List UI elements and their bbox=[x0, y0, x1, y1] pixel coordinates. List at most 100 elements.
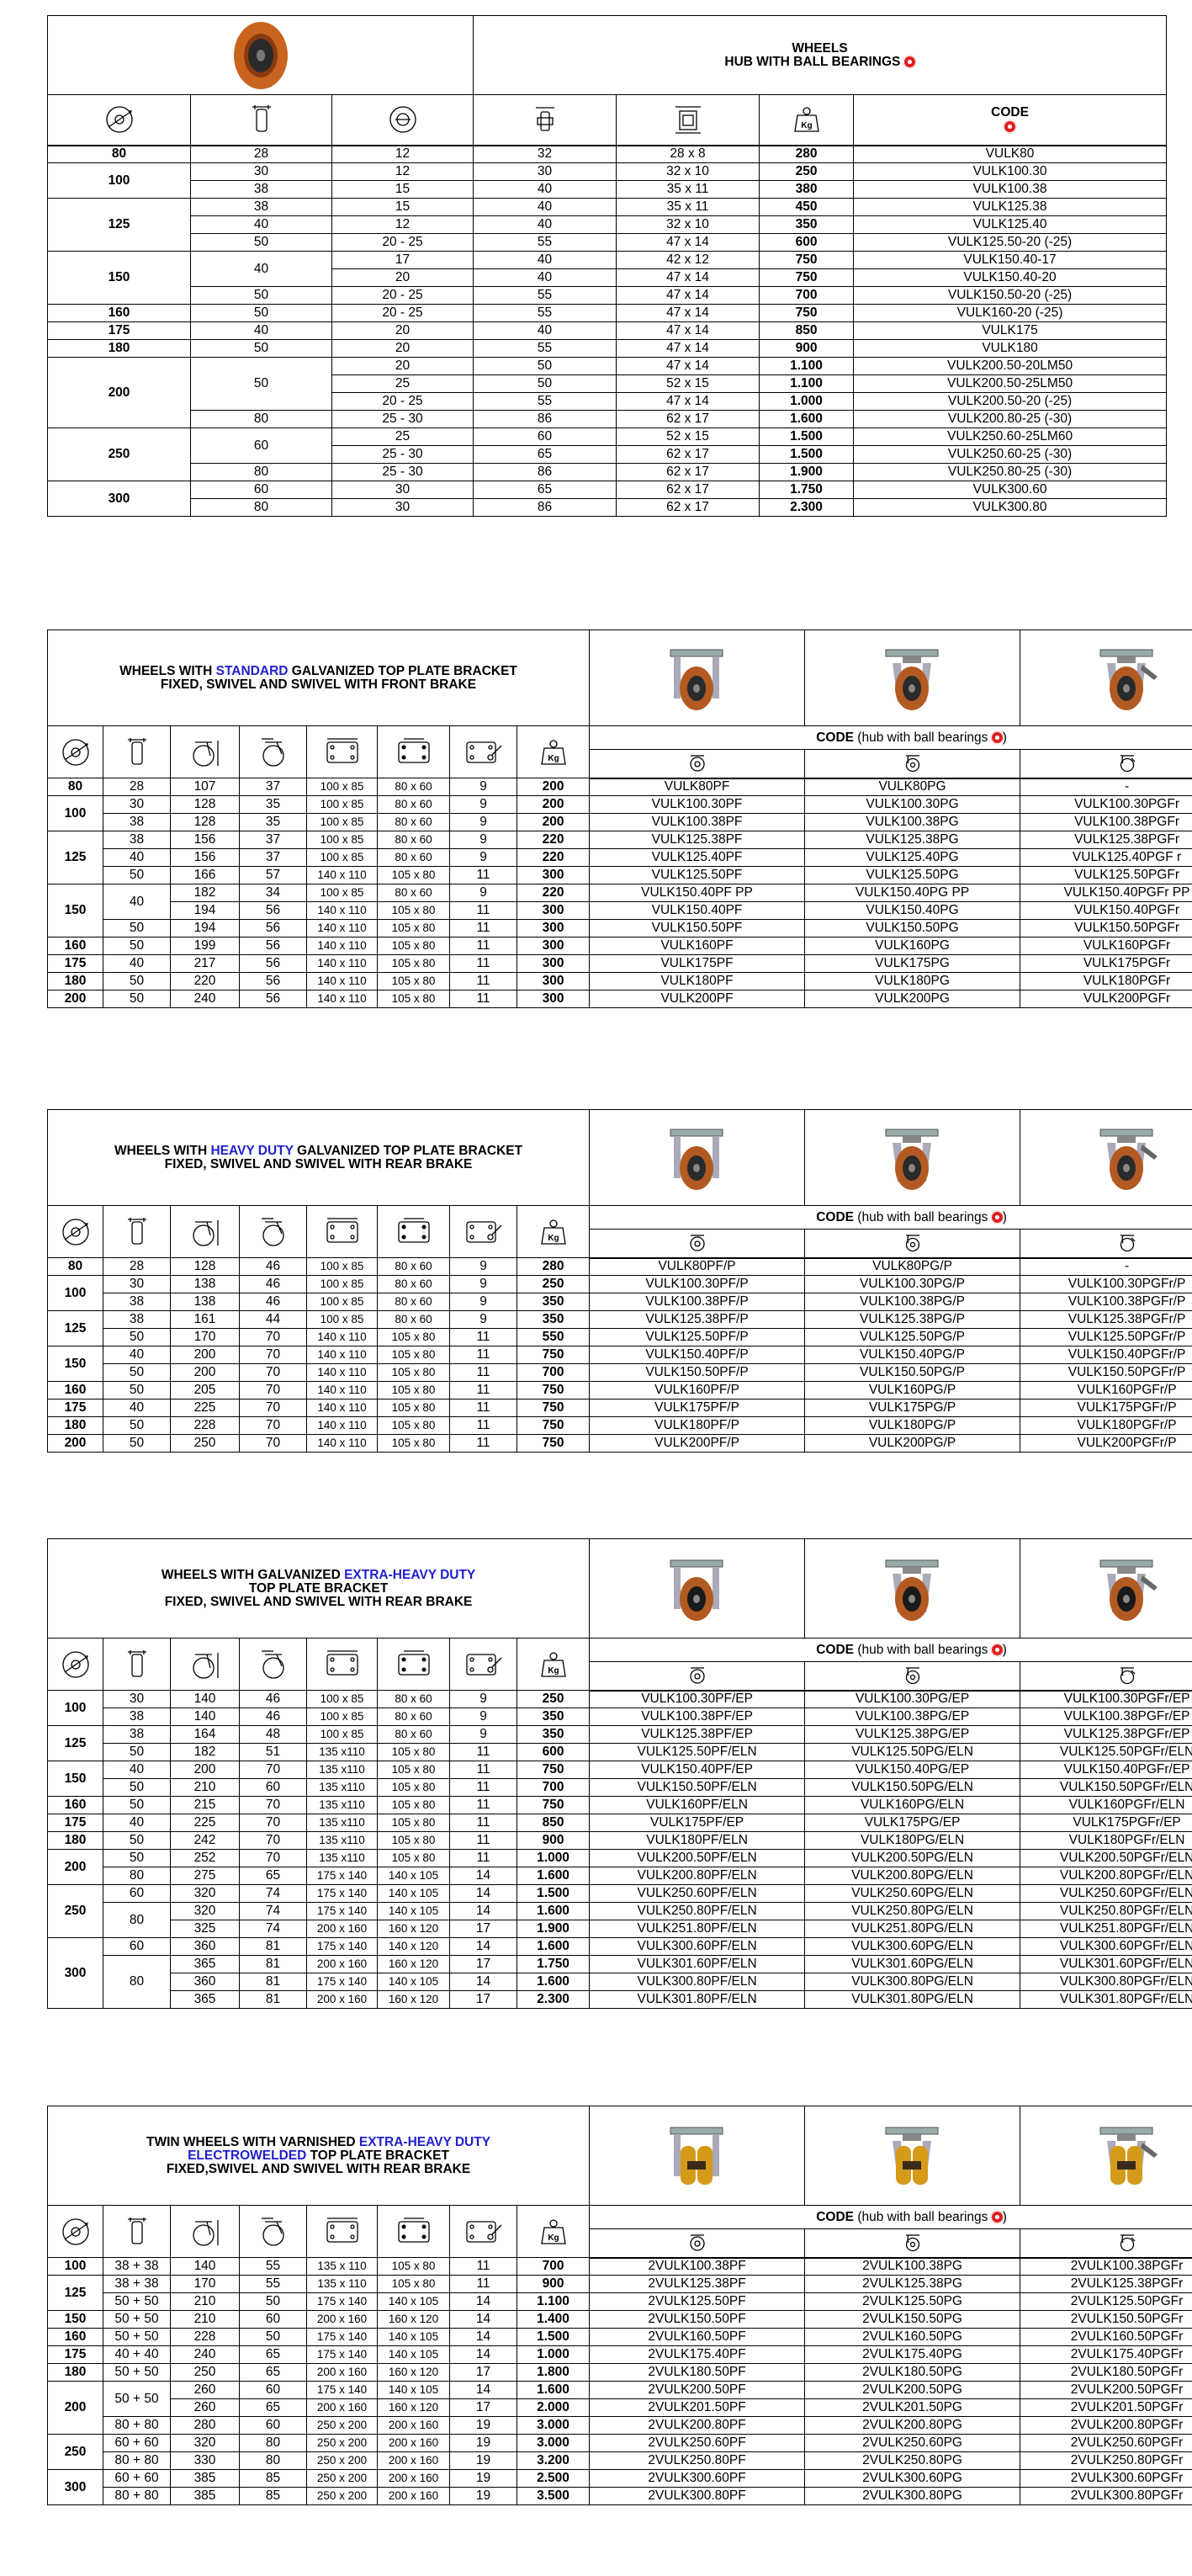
table-cell: 1.000 bbox=[759, 392, 855, 411]
table-cell: VULK200PG bbox=[804, 990, 1021, 1008]
table-cell: 50 bbox=[239, 2292, 307, 2311]
table-cell: 2VULK250.80PG bbox=[804, 2451, 1021, 2470]
table-cell: 47 x 14 bbox=[616, 304, 760, 322]
table-cell: 70 bbox=[239, 1363, 307, 1382]
table-cell: 750 bbox=[516, 1346, 591, 1364]
table-cell: 125 bbox=[47, 831, 103, 884]
table-cell: VULK100.38PG/EP bbox=[804, 1708, 1021, 1726]
svg-text:Kg: Kg bbox=[548, 754, 559, 763]
load-capacity-kg-icon: Kg bbox=[540, 739, 566, 765]
table-cell: 750 bbox=[759, 251, 855, 269]
bolt-hole-spacing-icon bbox=[397, 1217, 430, 1243]
table-cell: 60 bbox=[190, 481, 332, 499]
wheel-diameter-icon bbox=[105, 106, 133, 133]
wheel-diameter-icon-header bbox=[47, 1638, 103, 1691]
table-cell: VULK80PG bbox=[804, 778, 1021, 796]
table-cell: VULK125.50PG/P bbox=[804, 1328, 1021, 1346]
table-cell: 2VULK175.40PG bbox=[804, 2345, 1021, 2364]
table-cell: 360 bbox=[170, 1937, 240, 1956]
table-cell: 2VULK300.80PF bbox=[589, 2487, 806, 2505]
table-cell: 62 x 17 bbox=[616, 498, 760, 517]
table-cell: 1.600 bbox=[516, 1937, 591, 1956]
title-text: FIXED, SWIVEL AND SWIVEL WITH FRONT BRAK… bbox=[160, 677, 477, 692]
table-cell: 80 bbox=[190, 463, 332, 481]
table-cell: 11 bbox=[449, 972, 517, 991]
table-cell: 140 x 110 bbox=[306, 1328, 378, 1346]
table-cell: 2VULK250.80PGFr bbox=[1020, 2451, 1192, 2470]
table-cell: 250 x 200 bbox=[306, 2451, 378, 2470]
table-cell: 100 bbox=[47, 162, 191, 199]
table-cell: VULK250.60PG/ELN bbox=[804, 1884, 1021, 1903]
table-cell: 175 x 140 bbox=[306, 1867, 378, 1885]
bolt-hole-diameter-icon-header bbox=[449, 1638, 517, 1691]
polyurethane-wheel-icon bbox=[233, 21, 288, 89]
table-cell: VULK180 bbox=[853, 339, 1168, 358]
ball-bearing-hub-icon bbox=[991, 2211, 1003, 2223]
wheel-diameter-icon bbox=[61, 1650, 89, 1678]
table-cell: VULK251.80PGFr/ELN bbox=[1020, 1920, 1192, 1938]
table-cell: VULK100.38PGFr bbox=[1020, 813, 1192, 831]
table-cell: 150 bbox=[47, 2310, 103, 2329]
table-cell: 250 bbox=[170, 2363, 240, 2382]
table-cell: 47 x 14 bbox=[616, 286, 760, 305]
fixed-castor-type-header bbox=[589, 749, 806, 779]
table-cell: 62 x 17 bbox=[616, 410, 760, 428]
table-cell: 100 bbox=[47, 1275, 103, 1311]
table-cell: 350 bbox=[516, 1725, 591, 1744]
code-note-close: ) bbox=[1002, 730, 1007, 745]
table-cell: 38 bbox=[103, 813, 171, 831]
bolt-hole-spacing-icon-header bbox=[377, 1205, 450, 1258]
wheel-width-icon bbox=[252, 105, 271, 132]
top-plate-size-icon bbox=[326, 1217, 358, 1243]
load-capacity-kg-icon-header: Kg bbox=[516, 1205, 591, 1258]
table-cell: 52 x 15 bbox=[616, 374, 760, 393]
code-label: CODE bbox=[816, 2209, 854, 2224]
table-cell: 200 bbox=[170, 1363, 240, 1382]
table-cell: 11 bbox=[449, 1381, 517, 1400]
table-cell: 160 bbox=[47, 304, 191, 322]
table-cell: 50 + 50 bbox=[103, 2328, 171, 2346]
table-cell: VULK100.30PF bbox=[589, 795, 806, 814]
table-cell: 40 bbox=[103, 1761, 171, 1779]
table-cell: 380 bbox=[759, 180, 855, 199]
table-cell: 50 bbox=[103, 1381, 171, 1400]
product-image-cell bbox=[46, 15, 474, 95]
wheel-width-icon bbox=[127, 737, 146, 765]
table-cell: 11 bbox=[449, 1399, 517, 1417]
table-cell: VULK160PG/ELN bbox=[804, 1796, 1021, 1814]
table-cell: 1.100 bbox=[759, 357, 855, 375]
table-cell: 180 bbox=[47, 972, 103, 991]
table-cell: VULK100.30PGFr/P bbox=[1020, 1275, 1192, 1293]
table-cell: 50 + 50 bbox=[103, 2363, 171, 2382]
highlighted-title-text: HEAVY DUTY bbox=[210, 1143, 294, 1158]
brake-castor-photo bbox=[1020, 2106, 1192, 2206]
table-cell: 105 x 80 bbox=[377, 1796, 450, 1814]
swivel-castor-icon bbox=[905, 1667, 919, 1685]
table-cell: 20 bbox=[331, 357, 474, 375]
table-cell: 19 bbox=[449, 2469, 517, 2488]
overall-height-icon-header bbox=[170, 2205, 240, 2258]
table-cell: 100 x 85 bbox=[306, 1708, 378, 1726]
table-cell: 80 bbox=[103, 1902, 171, 1938]
table-cell: 70 bbox=[239, 1346, 307, 1364]
table-cell: 140 bbox=[170, 2257, 240, 2276]
table-cell: 80 x 60 bbox=[377, 795, 450, 814]
table-cell: 85 bbox=[239, 2469, 307, 2488]
table-cell: 12 bbox=[331, 145, 474, 163]
table-cell: 80 x 60 bbox=[377, 1257, 450, 1276]
table-cell: VULK160PGFr/P bbox=[1020, 1381, 1192, 1400]
table-cell: 28 bbox=[103, 778, 171, 796]
table-cell: VULK100.38PF bbox=[589, 813, 806, 831]
table-cell: 600 bbox=[759, 233, 855, 252]
table-cell: 350 bbox=[759, 215, 855, 234]
table-cell: 150 bbox=[47, 251, 191, 305]
table-cell: 175 x 140 bbox=[306, 1902, 378, 1920]
table-cell: 2VULK300.80PG bbox=[804, 2487, 1021, 2505]
